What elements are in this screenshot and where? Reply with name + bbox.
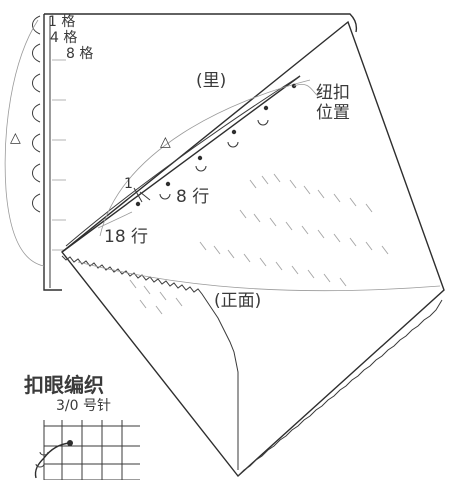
triangle-left-marker: △ [10,130,21,146]
gauge-1-label: 1 格 [48,14,75,30]
row-markers [97,187,151,229]
back-flap-outline [43,13,358,291]
triangle-mid-marker: △ [160,134,171,150]
button-positions [135,83,319,207]
gauge-8-label: 8 格 [66,46,93,62]
stitch-texture [129,173,389,315]
button-position-label-line2: 位置 [316,103,350,123]
button-position-label-line1: 纽扣 [316,83,350,103]
rows-1-label: 1 [124,176,133,192]
buttonhole-chart-grid [34,420,140,480]
inside-label: (里) [196,71,226,91]
rows-8-label: 8 行 [176,187,209,207]
shawl-square [61,20,445,478]
fold-lines [61,75,441,292]
front-label: (正面) [214,291,261,311]
buttonhole-chart-title: 扣眼编织 [24,373,104,397]
buttonhole-hook-size: 3/0 号针 [56,398,111,414]
gauge-4-label: 4 格 [50,30,77,46]
rows-18-label: 18 行 [104,227,148,247]
left-crochet-edge [4,15,66,267]
